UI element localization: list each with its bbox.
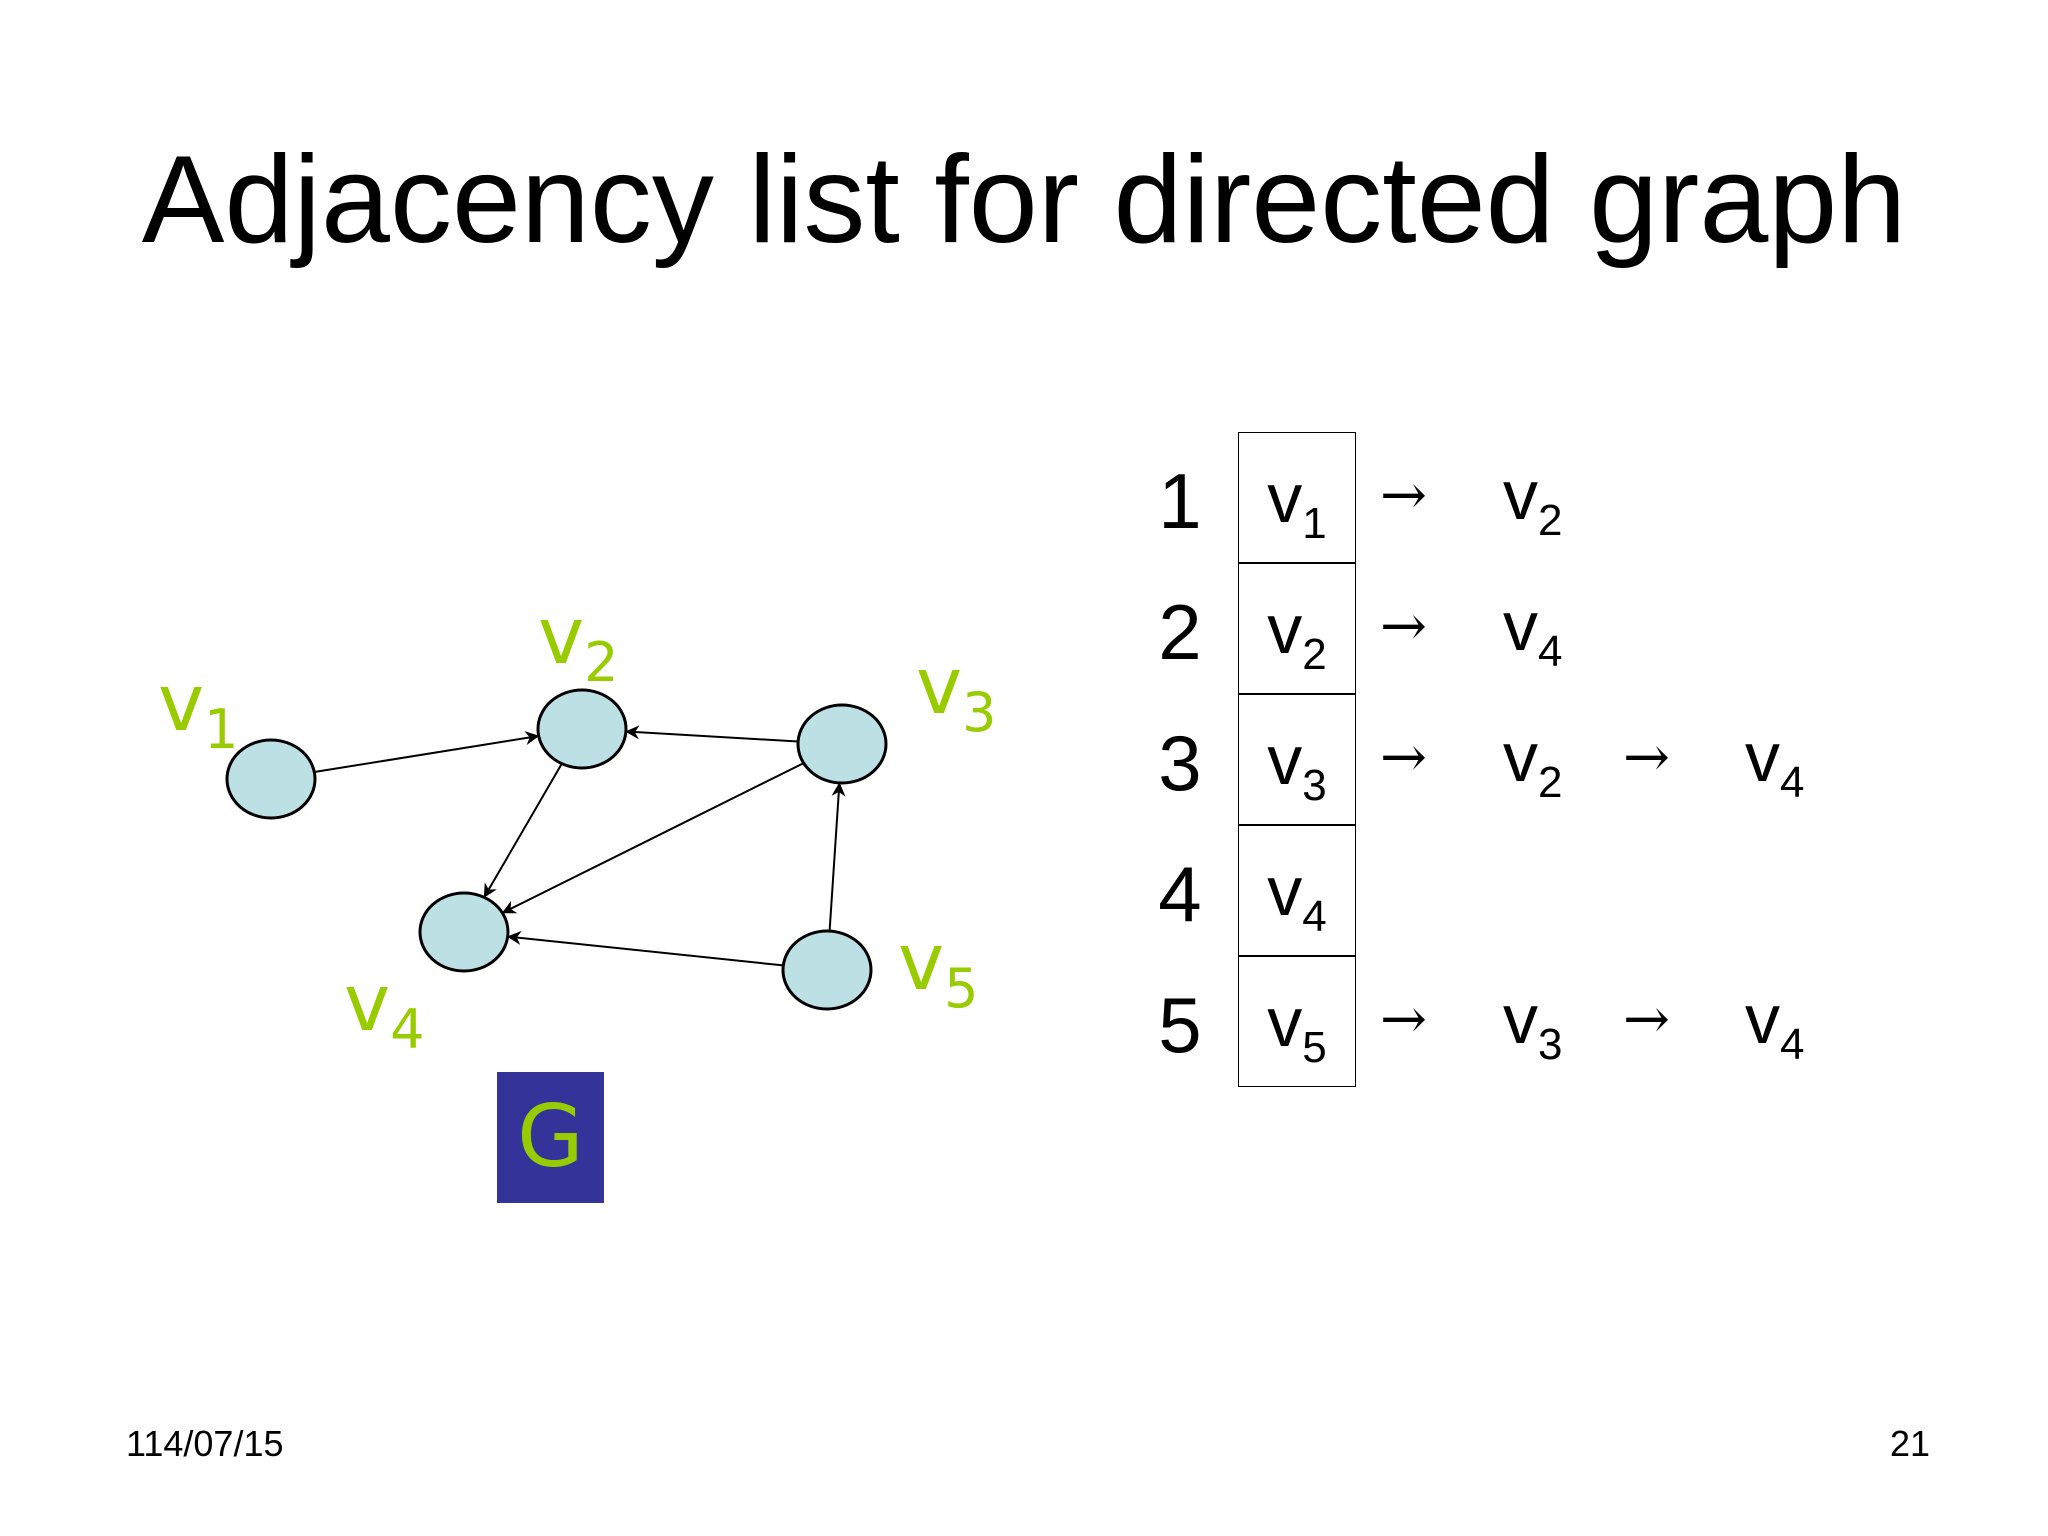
vertex-v2 [536,688,628,770]
arrow-icon: → [1623,725,1670,790]
edge-v2-to-v4 [483,763,563,898]
vertex-v5 [781,929,873,1011]
head-cell-2: v2 [1238,563,1356,694]
vertex-v1 [225,738,317,820]
list-item: v4 [1745,718,1805,807]
arrow-icon: → [1380,463,1427,528]
row-index-1: 1 [1158,457,1202,545]
head-cell-4: v4 [1238,825,1356,956]
edge-v5-to-v4 [507,930,784,967]
arrow-icon: → [1623,987,1670,1052]
edge-v3-to-v2 [625,725,799,743]
edge-v5-to-v3 [828,782,846,932]
list-item: v3 [1503,980,1563,1069]
head-cell-5: v5 [1238,956,1356,1087]
row-index-2: 2 [1158,588,1202,676]
slide-title: Adjacency list for directed graph [141,131,1907,269]
list-item: v4 [1503,587,1563,676]
vertex-label-v4: v4 [344,959,425,1061]
vertex-label-v2: v2 [538,592,619,694]
list-item: v4 [1745,980,1805,1069]
footer-date: 114/07/15 [126,1423,284,1464]
arrow-icon: → [1380,725,1427,790]
arrow-icon: → [1380,594,1427,659]
row-index-3: 3 [1158,719,1202,807]
page-number: 21 [1889,1423,1930,1464]
head-cell-1: v1 [1238,432,1356,563]
vertex-v4 [418,891,510,973]
head-cell-3: v3 [1238,694,1356,825]
vertex-label-v5: v5 [898,918,979,1020]
row-index-5: 5 [1158,981,1202,1069]
edge-v3-to-v4 [501,762,805,914]
vertex-label-v1: v1 [158,659,239,761]
vertex-v3 [796,703,888,785]
list-item: v2 [1503,718,1563,807]
graph-name-box: G [497,1072,604,1203]
arrow-icon: → [1380,987,1427,1052]
vertex-label-v3: v3 [916,642,997,744]
row-index-4: 4 [1158,850,1202,938]
list-item: v2 [1503,456,1563,545]
edge-v1-to-v2 [314,731,540,774]
